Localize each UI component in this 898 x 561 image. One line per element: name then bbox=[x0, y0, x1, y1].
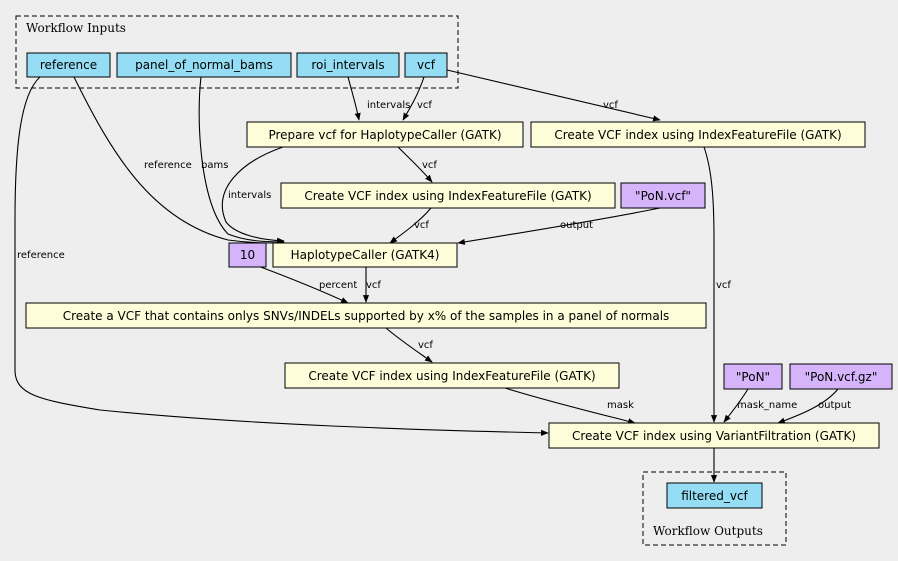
edge-roi-to-prepare bbox=[347, 76, 361, 121]
node-roi-intervals[interactable]: roi_intervals bbox=[296, 52, 400, 78]
edge-prepare-to-hc bbox=[221, 146, 285, 244]
edge-label-index-top-to-vf: vcf bbox=[716, 280, 731, 291]
edge-create-to-index-lower bbox=[385, 327, 433, 363]
workflow-inputs-cluster: Workflow Inputs bbox=[15, 15, 459, 89]
node-panel-of-normal-bams[interactable]: panel_of_normal_bams bbox=[116, 52, 292, 78]
node-reference-label: reference bbox=[40, 58, 97, 72]
edge-ref-to-vf bbox=[14, 76, 549, 436]
edge-index-top-to-vf bbox=[703, 146, 718, 423]
edge-label-ponvcfgz-to-vf: output bbox=[818, 400, 851, 411]
edge-bams-to-hc bbox=[198, 76, 285, 246]
node-pon-vcf-gz-literal-label: "PoN.vcf.gz" bbox=[805, 370, 878, 384]
edge-label-ref-to-vf: reference bbox=[17, 250, 65, 261]
node-index-mid[interactable]: Create VCF index using IndexFeatureFile … bbox=[280, 182, 616, 209]
edge-label-vcf-to-index-top: vcf bbox=[603, 100, 618, 111]
edge-label-create-to-index-lower: vcf bbox=[418, 340, 433, 351]
edge-label-ten-to-create: percent bbox=[319, 280, 357, 291]
node-vcf[interactable]: vcf bbox=[404, 52, 448, 78]
edge-label-prepare-to-index-mid: vcf bbox=[422, 160, 437, 171]
node-filtered-vcf[interactable]: filtered_vcf bbox=[666, 482, 763, 509]
workflow-inputs-title: Workflow Inputs bbox=[26, 21, 126, 35]
workflow-outputs-title: Workflow Outputs bbox=[653, 524, 763, 538]
node-pon-vcf-literal-label: "PoN.vcf" bbox=[635, 189, 691, 203]
edge-index-mid-to-hc bbox=[389, 207, 432, 244]
edges: intervals vcf vcf reference bams interva… bbox=[14, 69, 851, 483]
edge-label-prepare-to-hc: intervals bbox=[228, 190, 271, 201]
node-variant-filtration[interactable]: Create VCF index using VariantFiltration… bbox=[548, 422, 880, 449]
edge-vcf-to-index-top bbox=[446, 69, 661, 122]
edge-label-roi-to-prepare: intervals bbox=[367, 100, 410, 111]
node-index-mid-label: Create VCF index using IndexFeatureFile … bbox=[304, 189, 591, 203]
node-variant-filtration-label: Create VCF index using VariantFiltration… bbox=[572, 429, 856, 443]
node-filtered-vcf-label: filtered_vcf bbox=[681, 489, 748, 503]
node-index-lower[interactable]: Create VCF index using IndexFeatureFile … bbox=[284, 362, 620, 389]
node-vcf-label: vcf bbox=[417, 58, 436, 72]
edge-ponvcfgz-to-vf bbox=[777, 388, 839, 424]
workflow-outputs-cluster: Workflow Outputs bbox=[642, 471, 787, 546]
node-prepare-vcf[interactable]: Prepare vcf for HaplotypeCaller (GATK) bbox=[246, 121, 524, 148]
node-create-vcf-snvs-label: Create a VCF that contains onlys SNVs/IN… bbox=[63, 309, 670, 323]
node-pon-vcf-gz-literal[interactable]: "PoN.vcf.gz" bbox=[789, 363, 893, 390]
edge-index-lower-to-vf bbox=[504, 387, 636, 425]
node-panel-of-normal-bams-label: panel_of_normal_bams bbox=[135, 58, 273, 72]
edge-ten-to-create bbox=[257, 265, 349, 304]
edge-label-index-lower-to-vf: mask bbox=[607, 400, 634, 411]
node-index-top-right-label: Create VCF index using IndexFeatureFile … bbox=[554, 128, 841, 142]
node-haplotypecaller[interactable]: HaplotypeCaller (GATK4) bbox=[272, 242, 458, 268]
nodes: reference panel_of_normal_bams roi_inter… bbox=[25, 52, 893, 509]
edge-pon-to-vf bbox=[723, 388, 749, 423]
node-ten-literal-label: 10 bbox=[240, 248, 255, 262]
node-roi-intervals-label: roi_intervals bbox=[311, 58, 384, 72]
node-pon-vcf-literal[interactable]: "PoN.vcf" bbox=[620, 182, 706, 209]
node-haplotypecaller-label: HaplotypeCaller (GATK4) bbox=[291, 248, 440, 262]
edge-prepare-to-index-mid bbox=[397, 146, 433, 183]
edge-label-pon-to-vf: mask_name bbox=[737, 400, 797, 411]
edge-label-ref-to-hc: reference bbox=[144, 160, 192, 171]
node-prepare-vcf-label: Prepare vcf for HaplotypeCaller (GATK) bbox=[268, 128, 501, 142]
edge-label-bams-to-hc: bams bbox=[201, 160, 228, 171]
edge-label-vcf-to-prepare: vcf bbox=[417, 100, 432, 111]
node-index-top-right[interactable]: Create VCF index using IndexFeatureFile … bbox=[530, 121, 866, 148]
node-index-lower-label: Create VCF index using IndexFeatureFile … bbox=[308, 369, 595, 383]
edge-label-ponvcf-to-hc: output bbox=[560, 220, 593, 231]
edge-label-hc-to-create: vcf bbox=[366, 280, 381, 291]
node-pon-literal-label: "PoN" bbox=[736, 370, 770, 384]
edge-ponvcf-to-hc bbox=[457, 207, 661, 245]
node-ten-literal[interactable]: 10 bbox=[228, 242, 267, 268]
node-pon-literal[interactable]: "PoN" bbox=[723, 363, 783, 390]
edge-label-index-mid-to-hc: vcf bbox=[414, 220, 429, 231]
node-reference[interactable]: reference bbox=[26, 52, 111, 78]
node-create-vcf-snvs[interactable]: Create a VCF that contains onlys SNVs/IN… bbox=[25, 302, 707, 329]
edge-vcf-to-prepare bbox=[402, 76, 425, 121]
